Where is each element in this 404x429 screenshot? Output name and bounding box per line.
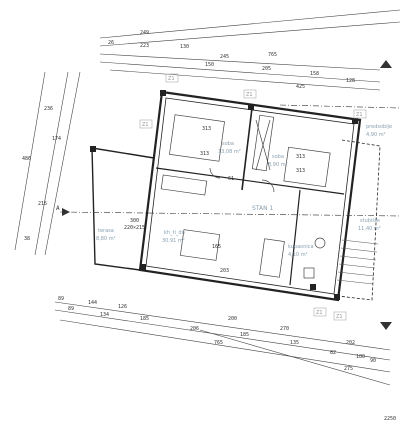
dim-top-5: 245 — [220, 54, 229, 60]
tag-z1-6: Z1 — [356, 112, 363, 118]
unit-label: STAN 1 — [252, 205, 274, 212]
dim-top-8: 205 — [262, 66, 271, 72]
dim-top-4: 130 — [180, 44, 189, 50]
opening-mark-5: 300 — [130, 218, 139, 224]
dim-bottom-15: 180 — [356, 354, 365, 360]
dim-top-9: 158 — [310, 71, 319, 77]
dim-bottom-6: 185 — [140, 316, 149, 322]
opening-mark-2: 313 — [200, 151, 209, 157]
dim-left-5: 38 — [24, 236, 30, 242]
bottom-dimension-lines — [54, 301, 391, 386]
dim-bottom-4: 89 — [68, 306, 74, 312]
opening-mark-4: 313 — [296, 168, 305, 174]
dim-bottom-2: 144 — [88, 300, 97, 306]
room-area-4: 4,10 m² — [288, 252, 308, 258]
opening-mark-9: 203 — [220, 268, 229, 274]
room-area-3: 30,91 m² — [162, 238, 185, 244]
opening-mark-3: 313 — [296, 154, 305, 160]
tag-z1-5: Z1 — [336, 314, 343, 320]
dim-bottom-8: 206 — [190, 326, 199, 332]
dim-left-2: 236 — [44, 106, 53, 112]
dim-left-1: 486 — [22, 156, 31, 162]
room-name-7: stubište — [360, 217, 380, 224]
left-dimension-lines — [14, 71, 81, 256]
dim-bottom-9: 270 — [280, 326, 289, 332]
dim-top-11: 128 — [346, 78, 355, 84]
room-name-1: soba — [222, 141, 234, 147]
room-name-4: kupaonica — [288, 244, 314, 250]
dim-top-2: 26 — [108, 40, 114, 46]
furniture — [160, 114, 331, 279]
dim-top-10: 425 — [296, 84, 305, 90]
room-name-3: kh_ti_dn — [164, 230, 185, 236]
tag-z1-2: Z1 — [246, 92, 253, 98]
dim-bottom-12: 202 — [346, 340, 355, 346]
dim-top-7: 765 — [268, 52, 277, 58]
dim-bottom-3: 126 — [118, 304, 127, 310]
room-area-1: 13,08 m² — [218, 149, 241, 155]
opening-mark-1: 313 — [202, 126, 211, 132]
dim-bottom-10: 185 — [240, 332, 249, 338]
dim-top-1: 249 — [140, 30, 149, 36]
dim-bottom-5: 134 — [100, 312, 109, 318]
dim-left-4: 215 — [38, 201, 47, 207]
tag-z1-4: Z1 — [316, 310, 323, 316]
dim-bottom-16: 90 — [370, 358, 376, 364]
opening-mark-7: 165 — [212, 244, 221, 250]
dim-bottom-11: 135 — [290, 340, 299, 346]
room-name-2: soba — [272, 154, 284, 160]
building-walls — [59, 90, 401, 302]
room-area-7: 11,40 m² — [358, 226, 381, 232]
opening-mark-8: 61 — [228, 176, 234, 182]
section-arrows — [62, 60, 392, 330]
opening-mark-6: 220×215 — [124, 225, 145, 231]
dim-bottom-14: 82 — [330, 350, 336, 356]
room-area-5: 8,80 m² — [96, 236, 116, 242]
room-area-2: 8,90 m² — [268, 162, 288, 168]
room-area-6: 4,90 m² — [366, 132, 386, 138]
tag-z1-3: Z1 — [142, 122, 149, 128]
room-name-5: terasa — [98, 228, 114, 234]
section-mark: A — [56, 205, 60, 212]
top-dimension-lines — [99, 9, 401, 91]
dim-bottom-1: 89 — [58, 296, 64, 302]
room-name-6: predsoblje — [366, 124, 392, 130]
dim-bottom-13: 765 — [214, 340, 223, 346]
corner-text: 2250 — [384, 416, 396, 422]
tag-z1-1: Z1 — [168, 76, 175, 82]
dim-bottom-17: 275 — [344, 366, 353, 372]
dim-top-3: 223 — [140, 43, 149, 49]
dim-top-6: 150 — [205, 62, 214, 68]
staircase — [336, 239, 379, 285]
dim-left-3: 174 — [52, 136, 61, 142]
dim-bottom-7: 200 — [228, 316, 237, 322]
columns — [90, 90, 358, 300]
window-tags — [139, 73, 367, 321]
